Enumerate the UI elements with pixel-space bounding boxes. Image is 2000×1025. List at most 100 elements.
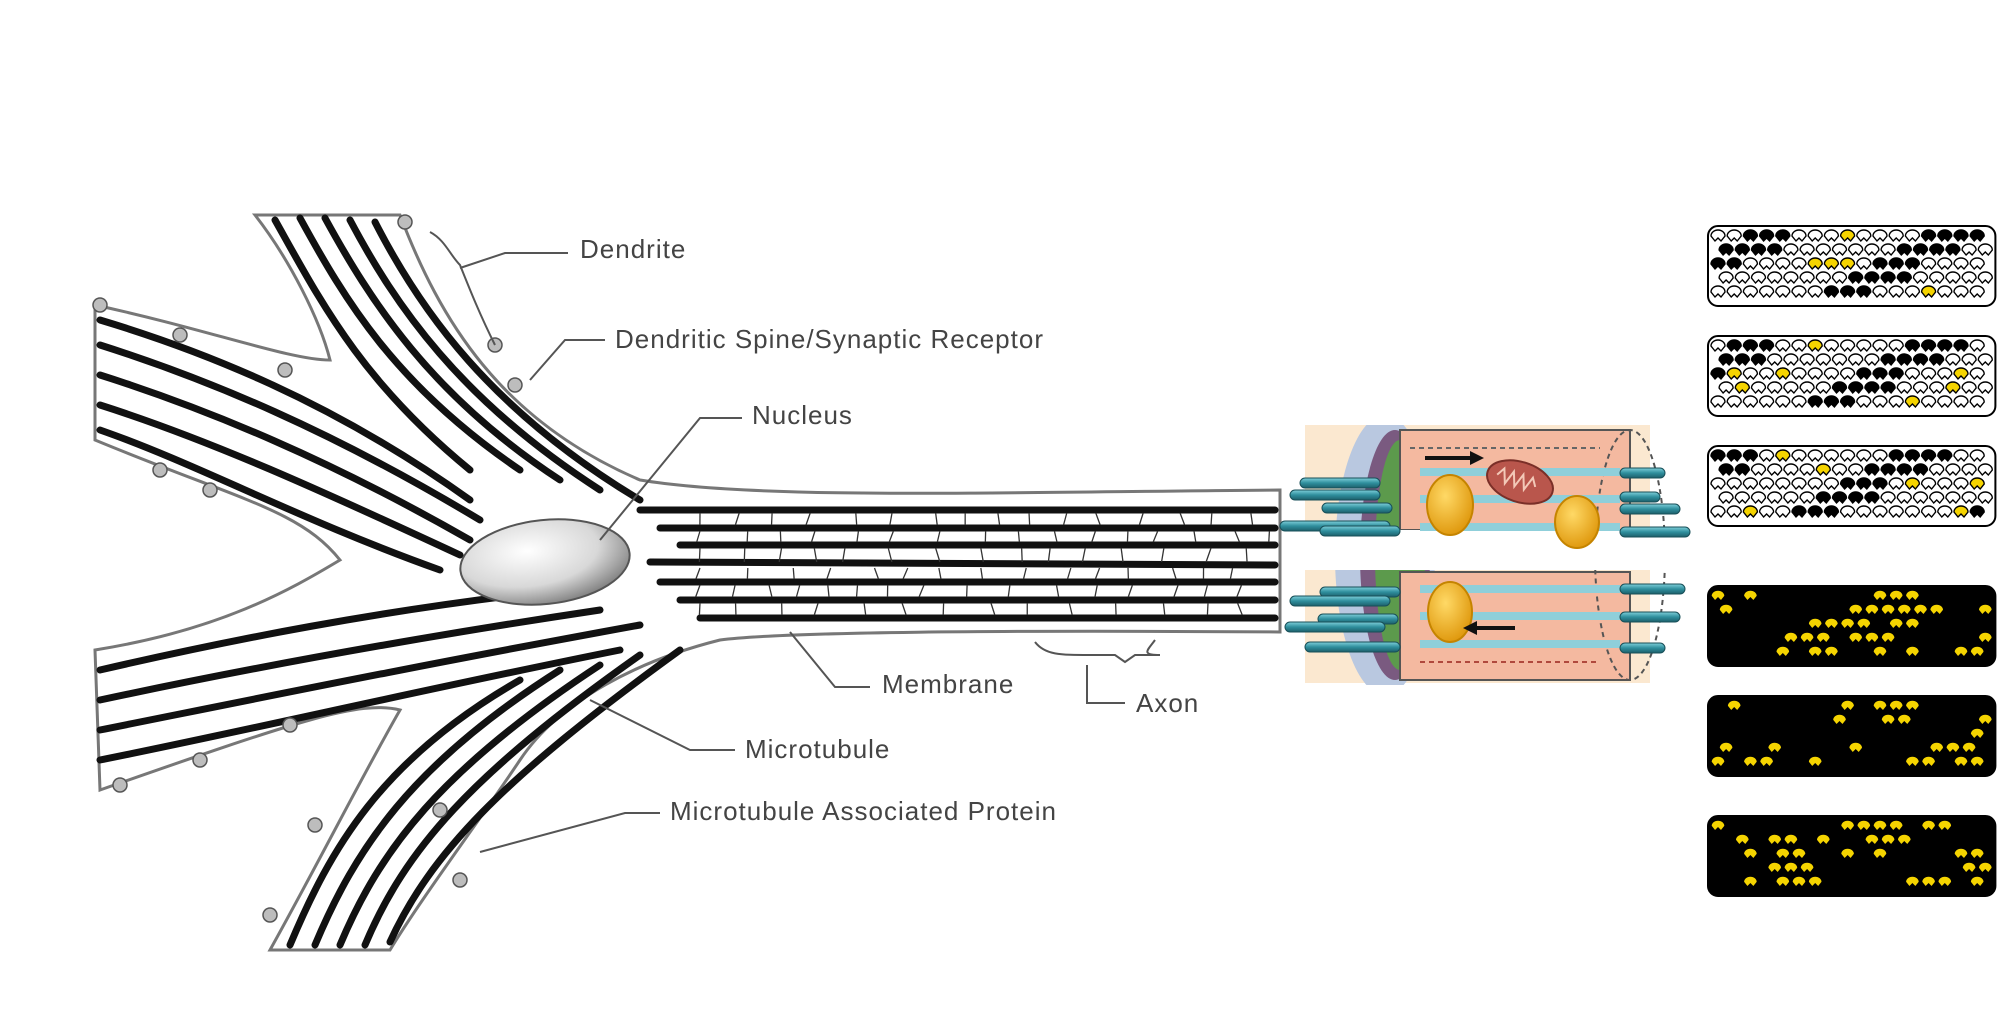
tubulin-dimer [1775, 645, 1791, 659]
map-crosslink [990, 602, 996, 616]
lattice-3 [1707, 445, 1997, 527]
tubulin-dimer [1945, 491, 1961, 505]
tubulin-dimer [1969, 339, 1985, 353]
tubulin-dimer [1945, 353, 1961, 367]
tubulin-dimer [1815, 833, 1832, 847]
tubulin-dimer [1823, 257, 1840, 271]
tubulin-dimer [1856, 449, 1872, 463]
tubulin-dimer [1864, 603, 1880, 617]
tubulin-dimer [1872, 755, 1888, 769]
tubulin-dimer [1839, 755, 1856, 769]
teal-microtubule [1289, 489, 1381, 501]
tubulin-dimer [1977, 713, 1994, 727]
tubulin-dimer [1880, 603, 1896, 617]
tubulin-dimer [1742, 819, 1759, 833]
teal-microtubule [1304, 641, 1401, 653]
tubulin-dimer [1937, 727, 1953, 741]
tubulin-dimer [1791, 477, 1807, 491]
tubulin-dimer [1799, 353, 1815, 367]
tubulin-dimer [1742, 449, 1759, 463]
tubulin-dimer [1953, 589, 1969, 603]
tubulin-dimer [1880, 381, 1896, 395]
tubulin-dimer [1775, 875, 1791, 889]
tubulin-dimer [1783, 463, 1799, 477]
tubulin-dimer [1823, 819, 1840, 833]
tubulin-dimer [1726, 257, 1742, 271]
map-crosslink [1022, 567, 1027, 580]
map-crosslink [889, 512, 893, 526]
tubulin-dimer [1775, 449, 1791, 463]
tubulin-dimer [1839, 285, 1856, 299]
map-crosslink [1160, 547, 1165, 563]
tubulin-dimer [1856, 727, 1872, 741]
tubulin-dimer [1742, 589, 1759, 603]
tubulin-dimer [1839, 819, 1856, 833]
map-crosslink [1127, 584, 1134, 598]
tubulin-dimer [1856, 339, 1872, 353]
tubulin-dimer [1758, 847, 1775, 861]
tubulin-dimer [1961, 741, 1977, 755]
tubulin-dimer [1856, 505, 1872, 519]
teal-microtubule [1289, 595, 1391, 607]
tubulin-dimer [1783, 491, 1799, 505]
tubulin-dimer [1872, 847, 1888, 861]
tubulin-dimer [1937, 505, 1953, 519]
tubulin-dimer [1799, 741, 1815, 755]
tubulin-dimer [1904, 847, 1921, 861]
tubulin-dimer [1888, 819, 1904, 833]
tubulin-dimer [1758, 395, 1775, 409]
tubulin-dimer [1888, 699, 1904, 713]
tubulin-dimer [1856, 257, 1872, 271]
tubulin-dimer [1766, 491, 1783, 505]
tubulin-dimer [1775, 847, 1791, 861]
tubulin-dimer [1896, 243, 1913, 257]
tubulin-dimer [1912, 353, 1929, 367]
tubulin-dimer [1872, 819, 1888, 833]
tubulin-dimer [1710, 367, 1726, 381]
tubulin-dimer [1710, 727, 1726, 741]
tubulin-dimer [1888, 505, 1904, 519]
tubulin-dimer [1839, 505, 1856, 519]
tubulin-dimer [1856, 617, 1872, 631]
tubulin-dimer [1710, 339, 1726, 353]
tubulin-dimer [1872, 339, 1888, 353]
tubulin-dimer [1920, 449, 1937, 463]
tubulin-dimer [1896, 713, 1913, 727]
tubulin-dimer [1904, 367, 1921, 381]
tubulin-dimer [1937, 645, 1953, 659]
tubulin-dimer [1920, 229, 1937, 243]
tubulin-dimer [1710, 285, 1726, 299]
tubulin-dimer [1969, 875, 1985, 889]
tubulin-dimer [1710, 505, 1726, 519]
membrane-leader [789, 631, 870, 688]
tubulin-dimer [1945, 631, 1961, 645]
neuron [92, 213, 1282, 952]
tubulin-dimer [1880, 861, 1896, 875]
tubulin-dimer [1937, 847, 1953, 861]
tubulin-dimer [1775, 367, 1791, 381]
tubulin-dimer [1791, 589, 1807, 603]
tubulin-dimer [1734, 631, 1751, 645]
label-map: Microtubule Associated Protein [670, 796, 1057, 826]
tubulin-dimer [1783, 243, 1799, 257]
tubulin-dimer [1775, 819, 1791, 833]
tubulin-dimer [1742, 367, 1759, 381]
tubulin-dimer [1734, 833, 1751, 847]
tubulin-dimer [1807, 617, 1823, 631]
tubulin-dimer [1904, 229, 1921, 243]
tubulin-dimer [1807, 505, 1823, 519]
tubulin-dimer [1856, 875, 1872, 889]
tubulin-dimer [1880, 491, 1896, 505]
teal-microtubule [1619, 467, 1666, 479]
teal-microtubule [1619, 526, 1691, 538]
tubulin-dimer [1726, 699, 1742, 713]
tubulin-dimer [1928, 741, 1945, 755]
teal-microtubule [1619, 503, 1681, 515]
map-crosslink [1268, 530, 1271, 543]
tubulin-dimer [1945, 243, 1961, 257]
tubulin-dimer [1945, 861, 1961, 875]
tubulin-dimer [1969, 257, 1985, 271]
tubulin-dimer [1758, 617, 1775, 631]
map-crosslink [770, 512, 773, 526]
tubulin-dimer [1847, 381, 1864, 395]
